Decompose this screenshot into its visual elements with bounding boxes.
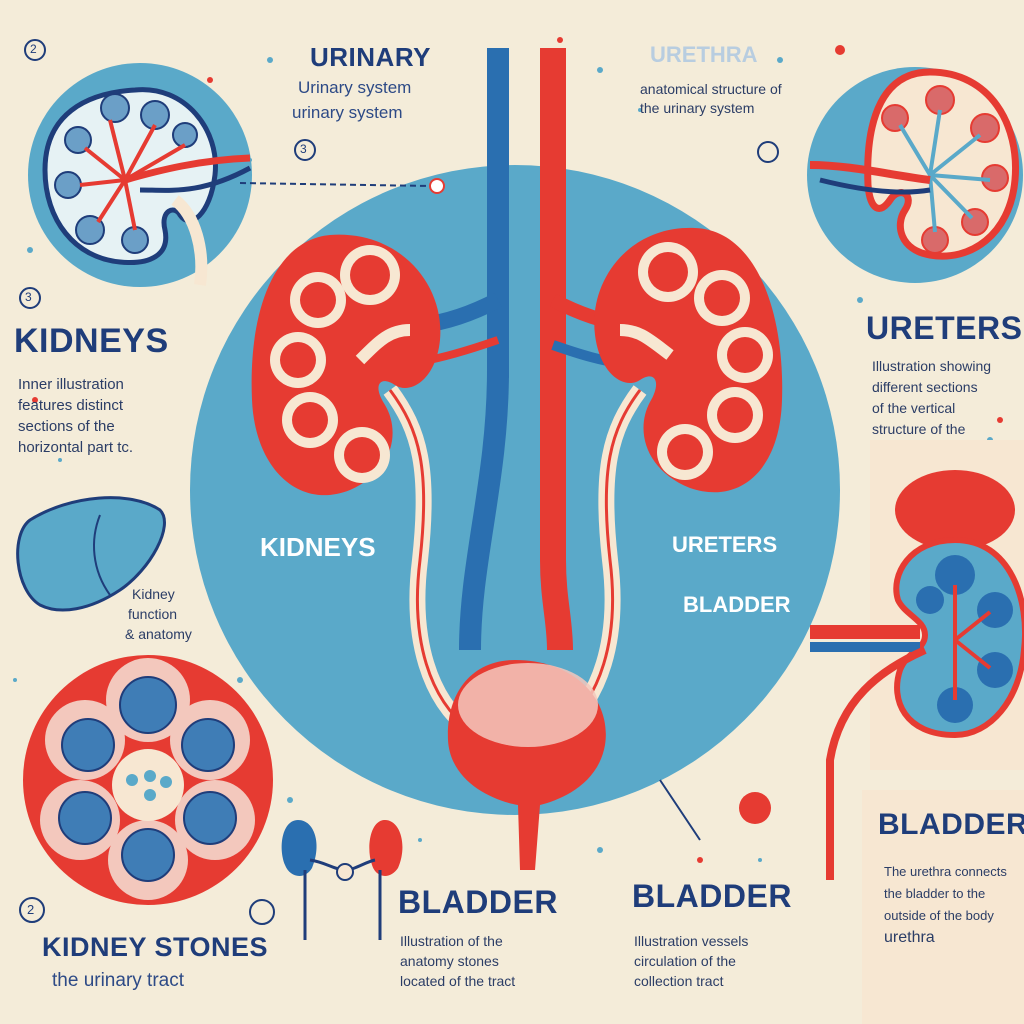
center-label-kidneys: KIDNEYS	[260, 532, 376, 562]
title-subtitle-2: urinary system	[292, 103, 403, 122]
small-text-2: function	[128, 606, 178, 622]
kidney-stones-illustration	[23, 655, 273, 905]
left-text-4: horizontal part tc.	[18, 439, 134, 456]
small-text-1: Kidney	[132, 586, 175, 602]
bladder-mid-text-1: Illustration of the	[400, 933, 503, 949]
faded-heading: URETHRA	[650, 42, 758, 67]
mini-kidney-icons	[281, 820, 403, 940]
kidney-cross-section-top-left	[28, 63, 445, 287]
number-badges	[19, 39, 779, 925]
left-text-3: sections of the	[18, 418, 115, 435]
bladder-center-text-3: collection tract	[634, 973, 724, 989]
left-text-2: features distinct	[18, 397, 124, 414]
right-kidney	[594, 227, 783, 493]
center-label-ureters: URETERS	[672, 532, 778, 557]
bladder-center-text-1: Illustration vessels	[634, 933, 749, 949]
right-text-3: of the vertical	[872, 400, 956, 416]
right-text-4: structure of the	[872, 421, 966, 437]
right-text-2: different sections	[872, 379, 978, 395]
badge-2: 3	[300, 142, 307, 156]
right-text-1: Illustration showing	[872, 358, 992, 374]
bladder-right-text-4: urethra	[884, 929, 935, 946]
kidney-cross-section-top-right	[807, 67, 1023, 283]
small-text-3: & anatomy	[125, 626, 192, 642]
bladder-heading-center: BLADDER	[632, 878, 792, 914]
center-label-bladder: BLADDER	[683, 592, 791, 617]
bladder-mid-text-3: located of the tract	[400, 973, 516, 989]
badge-1: 2	[30, 42, 37, 56]
bladder-mid-text-2: anatomy stones	[400, 953, 499, 969]
left-text-1: Inner illustration	[18, 376, 124, 393]
kidney-stones-subtitle: the urinary tract	[52, 970, 184, 991]
bladder-right-text-1: The urethra connects	[884, 864, 1007, 879]
bladder-right-text-2: the bladder to the	[884, 886, 986, 901]
left-kidney	[251, 234, 441, 496]
title-subtitle: Urinary system	[298, 78, 412, 97]
kidney-stones-heading: KIDNEY STONES	[42, 932, 269, 962]
bladder-panel-bg	[862, 790, 1024, 1024]
kidney-right-side	[659, 440, 1024, 880]
badge-4: 2	[27, 902, 35, 917]
bladder-heading-right: BLADDER	[878, 808, 1024, 841]
left-heading-kidneys: KIDNEYS	[14, 322, 169, 360]
badge-3: 3	[25, 290, 32, 304]
title-urinary: URINARY	[310, 42, 431, 72]
bladder-right-text-3: outside of the body	[884, 908, 994, 923]
right-heading-ureters: URETERS	[866, 310, 1023, 346]
faded-description: anatomical structure of the urinary syst…	[640, 81, 782, 116]
liver-shape	[16, 496, 166, 612]
bladder-center-text-2: circulation of the	[634, 953, 736, 969]
bladder-heading-mid: BLADDER	[398, 884, 558, 920]
bladder	[447, 660, 606, 870]
